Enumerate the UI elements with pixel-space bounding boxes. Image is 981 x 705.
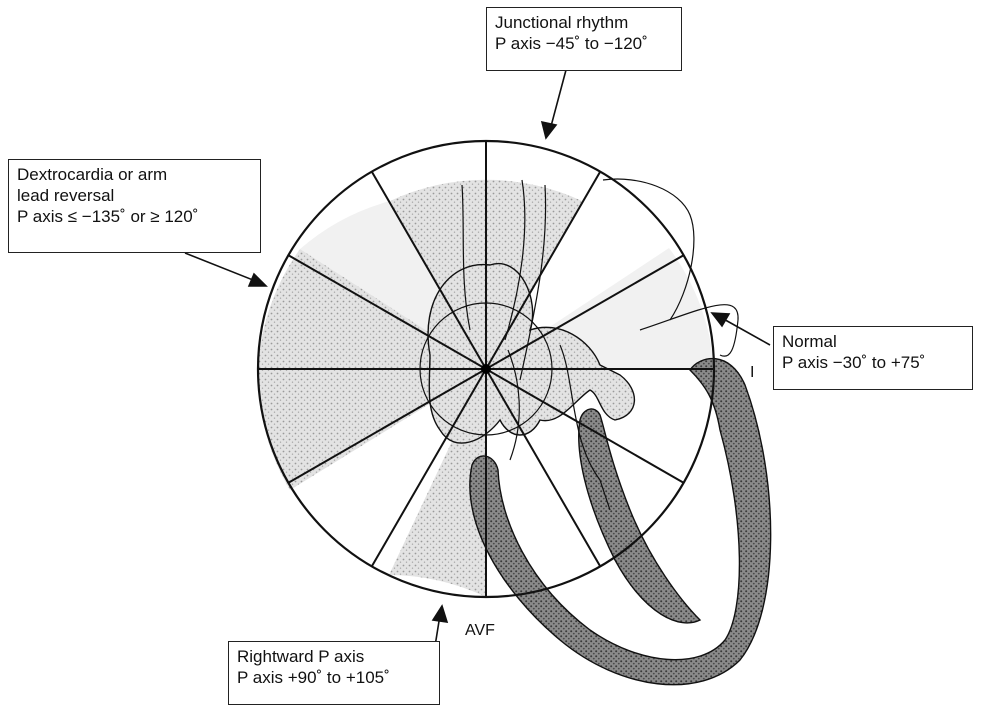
dextrocardia-line3: P axis ≤ −135˚ or ≥ 120˚ <box>17 206 252 227</box>
normal-line2: P axis −30˚ to +75˚ <box>782 352 964 373</box>
rightward-callout: Rightward P axis P axis +90˚ to +105˚ <box>228 641 440 705</box>
lead-i-label: I <box>750 364 754 382</box>
rightward-line1: Rightward P axis <box>237 646 431 667</box>
dextrocardia-line1: Dextrocardia or arm <box>17 164 252 185</box>
dextrocardia-line2: lead reversal <box>17 185 252 206</box>
dextrocardia-callout: Dextrocardia or arm lead reversal P axis… <box>8 159 261 253</box>
rightward-line2: P axis +90˚ to +105˚ <box>237 667 431 688</box>
normal-callout: Normal P axis −30˚ to +75˚ <box>773 326 973 390</box>
junctional-line1: Junctional rhythm <box>495 12 673 33</box>
junctional-line2: P axis −45˚ to −120˚ <box>495 33 673 54</box>
normal-line1: Normal <box>782 331 964 352</box>
junctional-rhythm-callout: Junctional rhythm P axis −45˚ to −120˚ <box>486 7 682 71</box>
lead-avf-label: AVF <box>465 622 495 640</box>
axis-center <box>481 364 491 374</box>
